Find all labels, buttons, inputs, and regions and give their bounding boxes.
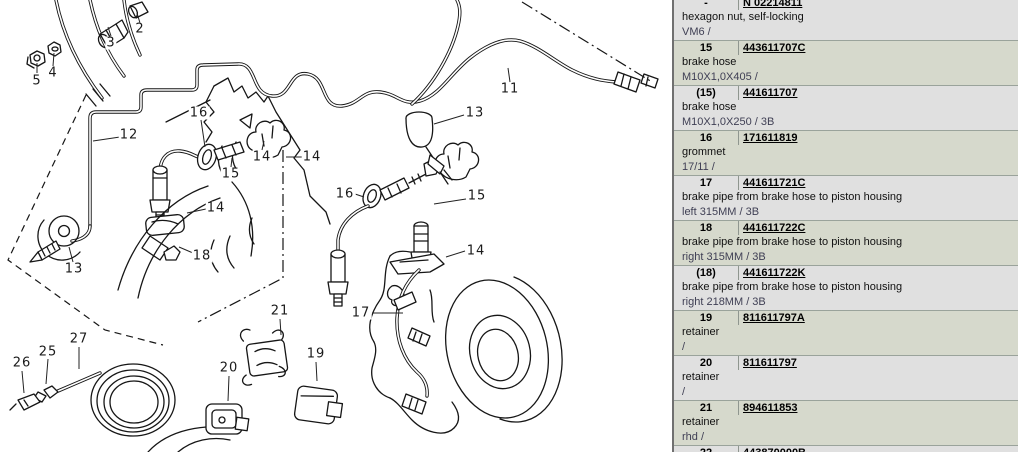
part-note: /	[682, 341, 686, 353]
callout-label-16: 16	[188, 105, 210, 121]
part-note: 17/11 /	[682, 161, 715, 173]
callout-label-4: 4	[47, 65, 59, 81]
part-note: VM6 /	[682, 26, 711, 38]
part-description: hexagon nut, self-locking	[682, 11, 804, 23]
part-description: retainer	[682, 371, 720, 383]
part-row-header: 22 443870000B	[674, 446, 1018, 452]
part-row-header: -N 02214811	[674, 0, 1018, 10]
callout-label-5: 5	[31, 73, 43, 89]
part-row-header: 15 443611707C	[674, 41, 1018, 55]
part-description: brake pipe from brake hose to piston hou…	[682, 191, 903, 203]
item-number: -	[674, 0, 739, 10]
brake-pipes-diagram	[7, 0, 659, 452]
callout-label-11: 11	[499, 81, 521, 97]
part-row: (18) 441611722K brake pipe from brake hose…	[674, 265, 1018, 310]
item-number: 22	[674, 446, 739, 452]
part-row: 18 441611722C brake pipe from brake hose t…	[674, 220, 1018, 265]
item-number: (18)	[674, 266, 739, 280]
callout-label-15: 15	[466, 188, 488, 204]
callout-label-13: 13	[63, 261, 85, 277]
callout-label-27: 27	[68, 331, 90, 347]
part-note: right 218MM / 3B	[682, 296, 766, 308]
callout-label-2: 2	[134, 21, 146, 37]
part-row: 19 811611797A retainer /	[674, 310, 1018, 355]
part-description: brake hose	[682, 56, 737, 68]
part-row: 16 171611819 grommet 17/11 /	[674, 130, 1018, 175]
part-number-link[interactable]: 811611797	[743, 357, 797, 369]
item-number: 16	[674, 131, 739, 145]
callout-label-17: 17	[350, 305, 372, 321]
part-row: 20 811611797 retainer /	[674, 355, 1018, 400]
part-number-link[interactable]: 441611722C	[743, 222, 806, 234]
callout-label-13: 13	[464, 105, 486, 121]
part-number-link[interactable]: 443870000B	[743, 446, 806, 452]
part-row-header: (15) 441611707	[674, 86, 1018, 100]
part-number-link[interactable]: 171611819	[743, 132, 798, 144]
part-number-link[interactable]: 441611722K	[743, 267, 806, 279]
callout-label-21: 21	[269, 303, 291, 319]
part-note: /	[682, 386, 686, 398]
callout-label-14: 14	[301, 149, 323, 165]
part-number-link[interactable]: N 02214811	[743, 0, 803, 9]
part-note: right 315MM / 3B	[682, 251, 766, 263]
part-row: 17 441611721C brake pipe from brake hose t…	[674, 175, 1018, 220]
part-note: M10X1,0X405 /	[682, 71, 758, 83]
part-number-link[interactable]: 441611721C	[743, 177, 806, 189]
part-description: brake pipe from brake hose to piston hou…	[682, 236, 903, 248]
part-row-header: (18) 441611722K	[674, 266, 1018, 280]
part-description: grommet	[682, 146, 726, 158]
part-note: rhd /	[682, 431, 705, 443]
callout-label-14: 14	[465, 243, 487, 259]
part-number-link[interactable]: 811611797A	[743, 312, 805, 324]
callout-label-20: 20	[218, 360, 240, 376]
part-row-header: 21 894611853	[674, 401, 1018, 415]
part-row: 21 894611853 retainer rhd /	[674, 400, 1018, 445]
callout-label-18: 18	[191, 248, 213, 264]
item-number: 15	[674, 41, 739, 55]
part-row-header: 18 441611722C	[674, 221, 1018, 235]
item-number: 20	[674, 356, 739, 370]
callout-label-3: 3	[105, 35, 117, 51]
part-description: brake pipe from brake hose to piston hou…	[682, 281, 903, 293]
callout-label-16: 16	[334, 186, 356, 202]
item-number: 18	[674, 221, 739, 235]
callout-label-14: 14	[251, 149, 273, 165]
part-description: retainer	[682, 416, 720, 428]
callout-label-26: 26	[11, 355, 33, 371]
part-row-header: 20 811611797	[674, 356, 1018, 370]
part-row-header: 16 171611819	[674, 131, 1018, 145]
callout-label-12: 12	[118, 127, 140, 143]
part-number-link[interactable]: 894611853	[743, 402, 798, 414]
part-description: retainer	[682, 326, 720, 338]
item-number: 17	[674, 176, 739, 190]
callout-label-14: 14	[205, 200, 227, 216]
item-number: (15)	[674, 86, 739, 100]
callout-label-25: 25	[37, 344, 59, 360]
part-note: left 315MM / 3B	[682, 206, 760, 218]
callout-label-15: 15	[220, 166, 242, 182]
callout-label-19: 19	[305, 346, 327, 362]
item-number: 21	[674, 401, 739, 415]
part-description: brake hose	[682, 101, 737, 113]
part-number-link[interactable]: 441611707	[743, 87, 798, 99]
part-row: 22 443870000B	[674, 445, 1018, 452]
part-row-header: 19 811611797A	[674, 311, 1018, 325]
item-number: 19	[674, 311, 739, 325]
part-note: M10X1,0X250 / 3B	[682, 116, 775, 128]
part-row-header: 17 441611721C	[674, 176, 1018, 190]
part-number-link[interactable]: 443611707C	[743, 42, 806, 54]
